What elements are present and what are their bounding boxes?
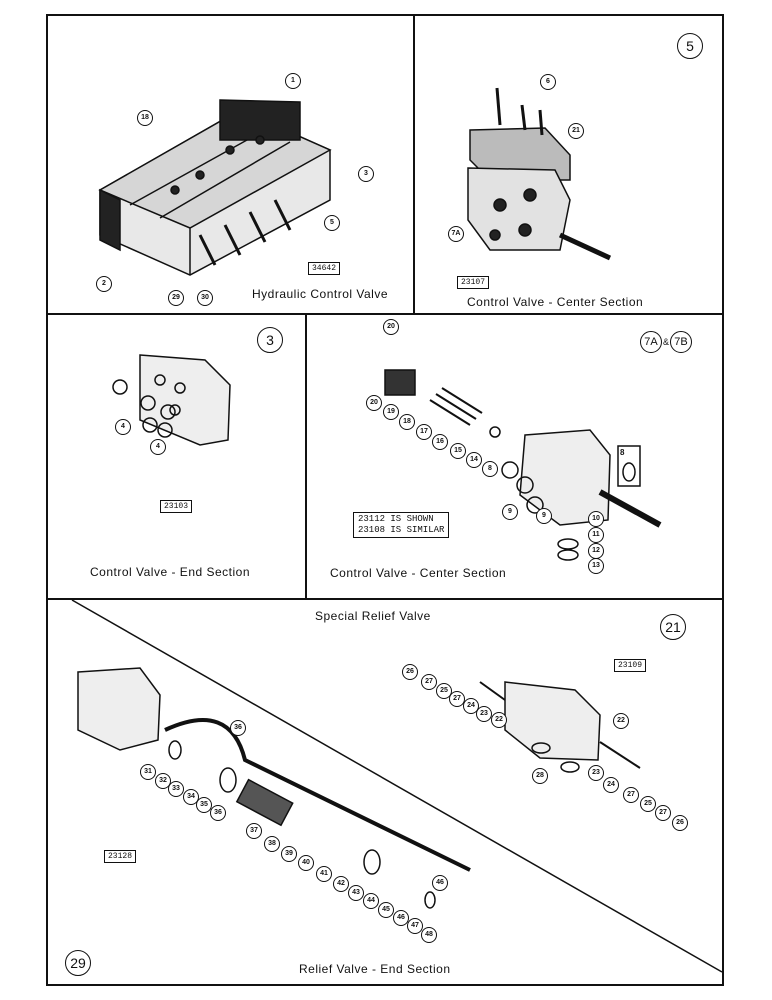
callout-27: 27 — [655, 805, 671, 821]
diagram-frame — [46, 14, 724, 986]
callout-31: 31 — [140, 764, 156, 780]
callout-12: 12 — [588, 543, 604, 559]
caption-end-section: Control Valve - End Section — [90, 565, 251, 579]
callout-38: 38 — [264, 836, 280, 852]
callout-5: 5 — [324, 215, 340, 231]
callout-1: 1 — [285, 73, 301, 89]
callout-24: 24 — [603, 777, 619, 793]
callout-36: 36 — [210, 805, 226, 821]
callout-17: 17 — [416, 424, 432, 440]
divider-top — [413, 14, 415, 314]
callout-26: 26 — [672, 815, 688, 831]
corner-ref-7a-7b: 7A & 7B — [640, 331, 693, 353]
callout-25: 25 — [436, 683, 452, 699]
callout-3: 3 — [358, 166, 374, 182]
callout-45: 45 — [378, 902, 394, 918]
callout-2: 2 — [96, 276, 112, 292]
corner-ref-5: 5 — [677, 33, 703, 59]
callout-4: 4 — [115, 419, 131, 435]
callout-44: 44 — [363, 893, 379, 909]
callout-8: 8 — [482, 461, 498, 477]
boxed-label-8: 8 — [620, 448, 625, 457]
callout-46: 46 — [432, 875, 448, 891]
callout-43: 43 — [348, 885, 364, 901]
callout-10: 10 — [588, 511, 604, 527]
callout-46: 46 — [393, 910, 409, 926]
callout-41: 41 — [316, 866, 332, 882]
callout-42: 42 — [333, 876, 349, 892]
callout-35: 35 — [196, 797, 212, 813]
callout-4: 4 — [150, 439, 166, 455]
divider-mid — [305, 313, 307, 599]
divider-row2 — [46, 598, 724, 600]
callout-25: 25 — [640, 796, 656, 812]
corner-ref-7b: 7B — [670, 331, 693, 353]
callout-27: 27 — [449, 691, 465, 707]
ref-number-relief-left: 23128 — [104, 850, 137, 863]
callout-16: 16 — [432, 434, 448, 450]
title-special-relief-valve: Special Relief Valve — [315, 609, 431, 623]
callout-23: 23 — [588, 765, 604, 781]
callout-34: 34 — [183, 789, 199, 805]
caption-relief-end-section: Relief Valve - End Section — [299, 962, 451, 976]
callout-26: 26 — [402, 664, 418, 680]
ref-number-relief-right: 23109 — [614, 659, 647, 672]
callout-9: 9 — [536, 508, 552, 524]
caption-hydraulic-control-valve: Hydraulic Control Valve — [252, 287, 388, 301]
callout-36: 36 — [230, 720, 246, 736]
callout-29: 29 — [168, 290, 184, 306]
callout-32: 32 — [155, 773, 171, 789]
corner-ref-3: 3 — [257, 327, 283, 353]
callout-20: 20 — [366, 395, 382, 411]
callout-14: 14 — [466, 452, 482, 468]
callout-37: 37 — [246, 823, 262, 839]
callout-7a: 7A — [448, 226, 464, 242]
callout-27: 27 — [421, 674, 437, 690]
note-similar: 23108 IS SIMILAR — [358, 525, 445, 535]
ref-number-end-section: 23103 — [160, 500, 193, 513]
applicability-note: 23112 IS SHOWN 23108 IS SIMILAR — [353, 512, 450, 538]
callout-22: 22 — [491, 712, 507, 728]
callout-22: 22 — [613, 713, 629, 729]
callout-40: 40 — [298, 855, 314, 871]
callout-18: 18 — [399, 414, 415, 430]
caption-center-section-mid: Control Valve - Center Section — [330, 566, 507, 580]
callout-27: 27 — [623, 787, 639, 803]
callout-28: 28 — [532, 768, 548, 784]
callout-47: 47 — [407, 918, 423, 934]
callout-13: 13 — [588, 558, 604, 574]
callout-30: 30 — [197, 290, 213, 306]
callout-39: 39 — [281, 846, 297, 862]
corner-ref-29: 29 — [65, 950, 91, 976]
callout-6: 6 — [540, 74, 556, 90]
divider-row1 — [46, 313, 724, 315]
callout-19: 19 — [383, 404, 399, 420]
callout-20: 20 — [383, 319, 399, 335]
callout-18: 18 — [137, 110, 153, 126]
corner-ref-21: 21 — [660, 614, 686, 640]
caption-center-section-top: Control Valve - Center Section — [467, 295, 644, 309]
callout-15: 15 — [450, 443, 466, 459]
callout-23: 23 — [476, 706, 492, 722]
note-shown: 23112 IS SHOWN — [358, 514, 434, 524]
callout-24: 24 — [463, 698, 479, 714]
ref-number-hydraulic: 34642 — [308, 262, 341, 275]
callout-33: 33 — [168, 781, 184, 797]
callout-9: 9 — [502, 504, 518, 520]
corner-ref-7a: 7A — [640, 331, 662, 353]
ref-number-center-top: 23107 — [457, 276, 490, 289]
corner-ref-separator: & — [663, 337, 670, 347]
callout-21: 21 — [568, 123, 584, 139]
callout-11: 11 — [588, 527, 604, 543]
callout-48: 48 — [421, 927, 437, 943]
